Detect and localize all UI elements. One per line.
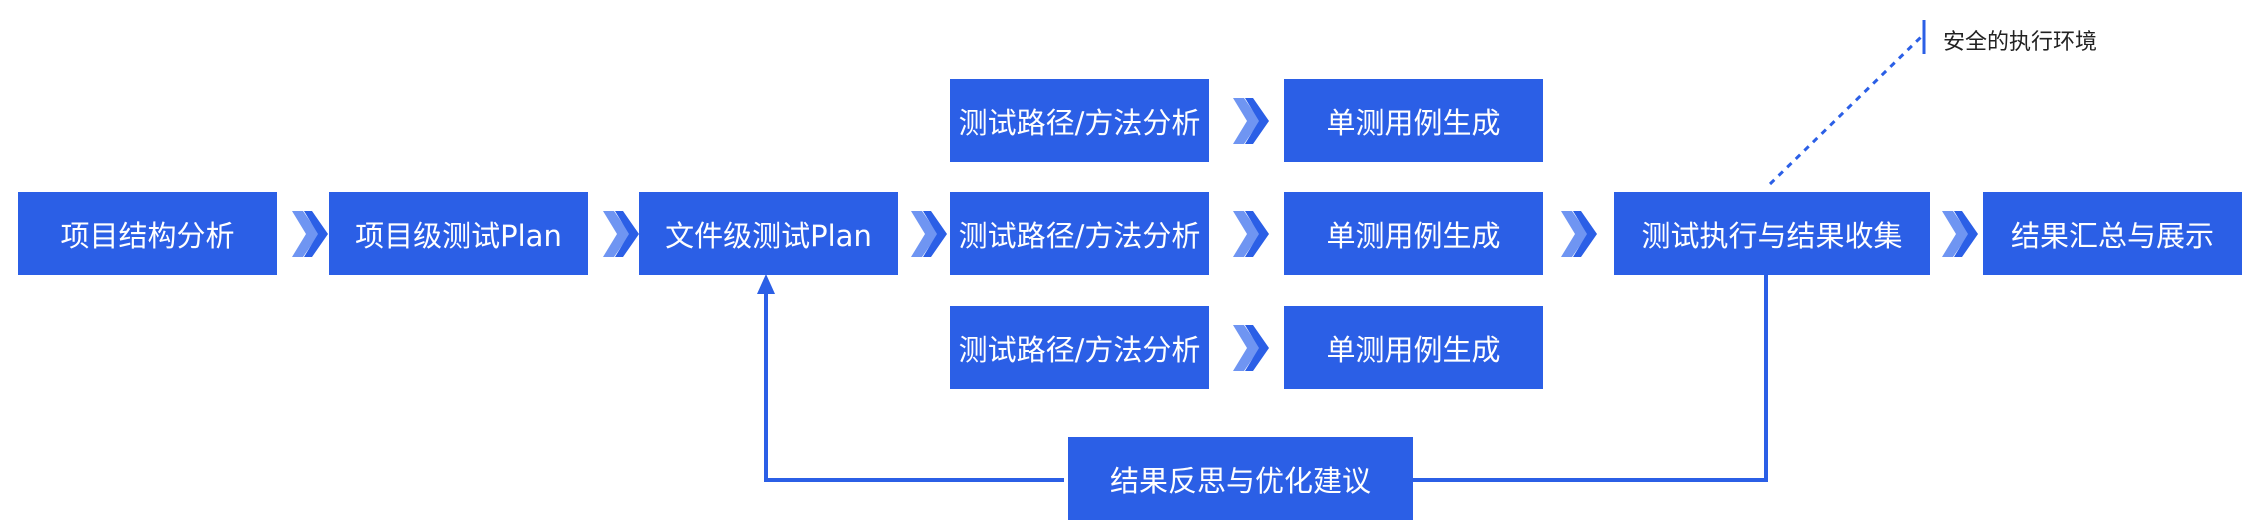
node-execute-collect: 测试执行与结果收集 xyxy=(1614,192,1930,275)
node-path-analysis-2: 测试路径/方法分析 xyxy=(950,192,1209,275)
node-unit-test-gen-3: 单测用例生成 xyxy=(1284,306,1543,389)
feedback-line xyxy=(1410,275,1768,482)
node-label: 测试路径/方法分析 xyxy=(958,332,1201,367)
node-project-structure: 项目结构分析 xyxy=(18,192,277,275)
double-chevron-right-icon xyxy=(292,211,328,257)
annotation-leader-line xyxy=(1768,35,1923,186)
node-label: 测试路径/方法分析 xyxy=(958,105,1201,140)
double-chevron-right-icon xyxy=(911,211,947,257)
node-label: 单测用例生成 xyxy=(1326,218,1501,253)
node-label: 文件级测试Plan xyxy=(665,218,872,253)
node-label: 单测用例生成 xyxy=(1326,105,1501,140)
double-chevron-right-icon xyxy=(603,211,639,257)
feedback-line-return xyxy=(764,292,1064,482)
double-chevron-right-icon xyxy=(1561,211,1597,257)
double-chevron-right-icon xyxy=(1233,325,1269,371)
node-project-plan: 项目级测试Plan xyxy=(329,192,588,275)
node-label: 单测用例生成 xyxy=(1326,332,1501,367)
node-label: 测试执行与结果收集 xyxy=(1641,218,1903,253)
node-unit-test-gen-1: 单测用例生成 xyxy=(1284,79,1543,162)
node-unit-test-gen-2: 单测用例生成 xyxy=(1284,192,1543,275)
node-label: 结果汇总与展示 xyxy=(2010,218,2214,253)
node-reflection: 结果反思与优化建议 xyxy=(1068,437,1413,520)
node-path-analysis-1: 测试路径/方法分析 xyxy=(950,79,1209,162)
double-chevron-right-icon xyxy=(1233,211,1269,257)
node-label: 结果反思与优化建议 xyxy=(1109,463,1371,498)
double-chevron-right-icon xyxy=(1942,211,1978,257)
node-label: 项目级测试Plan xyxy=(355,218,562,253)
node-file-plan: 文件级测试Plan xyxy=(639,192,898,275)
annotation-secure-env: 安全的执行环境 xyxy=(1943,30,2098,55)
node-summary-display: 结果汇总与展示 xyxy=(1983,192,2242,275)
node-path-analysis-3: 测试路径/方法分析 xyxy=(950,306,1209,389)
double-chevron-right-icon xyxy=(1233,98,1269,144)
node-label: 测试路径/方法分析 xyxy=(958,218,1201,253)
feedback-arrowhead xyxy=(757,274,775,294)
node-label: 项目结构分析 xyxy=(60,218,235,253)
